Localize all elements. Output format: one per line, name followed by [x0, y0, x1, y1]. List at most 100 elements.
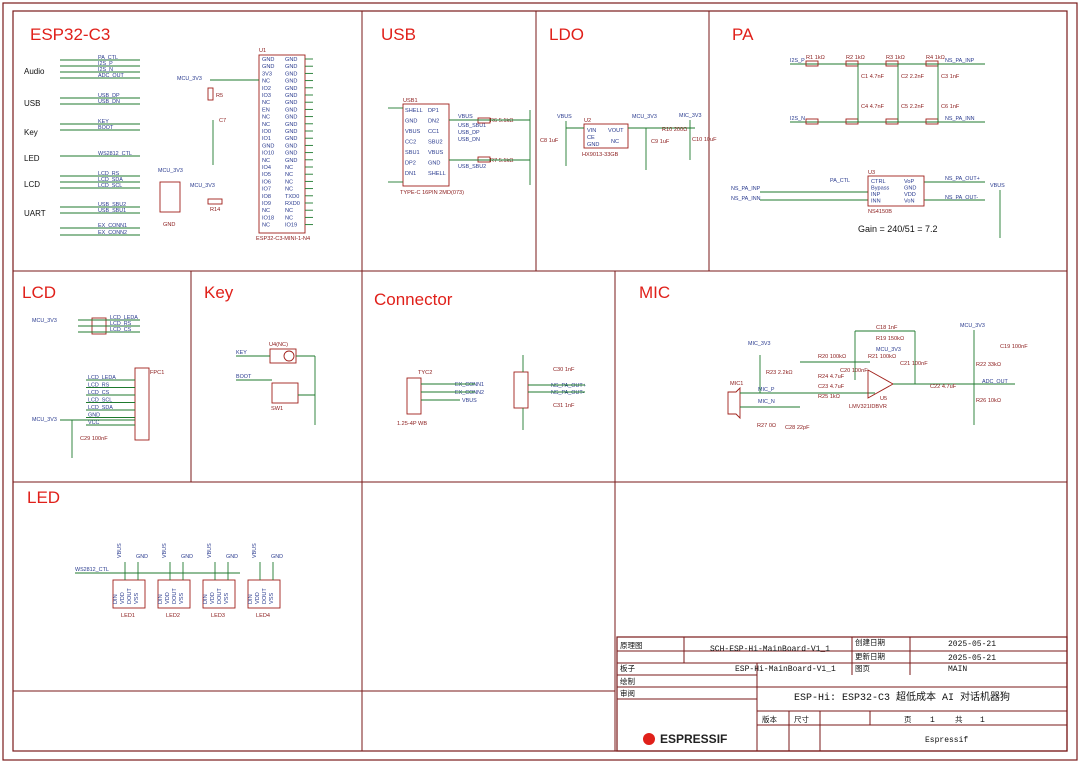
tb-label-total: 共	[955, 715, 963, 724]
pa-net-vbus: VBUS	[990, 183, 1005, 189]
esp32-net-lines: PA_CTLI2S_PI2S_NADC_OUTUSB_DPUSB_DNKEYBO…	[60, 55, 140, 236]
mic-part-label: R21 100kΩ	[868, 354, 896, 360]
pa-ic-pin: INN	[871, 199, 881, 205]
pa-net-outp: NS_PA_OUT+	[945, 176, 980, 182]
section-title-usb: USB	[381, 25, 416, 44]
connector-net-exconn1: EX_CONN1	[455, 382, 484, 388]
esp32-module-part: ESP32-C3-MINI-1-N4	[256, 236, 310, 242]
led-vbus-label: VBUS	[252, 543, 258, 558]
esp32-pin-left: GND	[262, 64, 274, 70]
mic-part-label: R20 100kΩ	[818, 354, 846, 360]
led-pin: VDD	[255, 592, 261, 604]
ldo-pin-nc: NC	[611, 139, 619, 145]
lcd-conn-net: LCD_RS	[88, 383, 110, 389]
mic-part-label: R27 0Ω	[757, 423, 776, 429]
pa-net-i2sn: I2S_N	[790, 116, 805, 122]
pa-res-label: R2 1kΩ	[846, 55, 865, 61]
usb-pin: SHELL	[405, 108, 423, 114]
ldo-pin-vin: VIN	[587, 128, 596, 134]
connector-net-exconn2: EX_CONN2	[455, 390, 484, 396]
usb-pin: SHELL	[428, 171, 446, 177]
led-pin: DOUT	[217, 588, 223, 604]
tb-label-updated: 更新日期	[855, 651, 885, 661]
mic-net-adcout: ADC_OUT	[982, 379, 1008, 385]
esp32-pin-left: IO8	[262, 194, 271, 200]
led-pin: VDD	[165, 592, 171, 604]
usb-pins: SHELLGNDVBUSCC2SBU1DP2DN1DP1DN2CC1SBU2VB…	[405, 108, 446, 177]
mic-part-label: C21 100nF	[900, 361, 928, 367]
lcd-net-label: LCD_RS	[110, 321, 132, 327]
usb-pin: CC2	[405, 140, 416, 146]
lcd-conn-net: GND	[88, 413, 100, 419]
usb-net-label: VBUS	[458, 114, 473, 120]
esp32-net-label: BOOT	[98, 125, 114, 131]
mic-part-label: R19 150kΩ	[876, 336, 904, 342]
connector-net-vbus: VBUS	[462, 398, 477, 404]
led-ref: LED1	[121, 613, 135, 619]
tb-page-name: MAIN	[948, 665, 967, 674]
usb-pin: DP2	[405, 161, 416, 167]
esp32-pin-left: NC	[262, 208, 270, 214]
ldo-pin-vout: VOUT	[608, 128, 624, 134]
led-ref: LED4	[256, 613, 270, 619]
section-title-led: LED	[27, 488, 60, 507]
pa-cap-label: C1 4.7nF	[861, 74, 885, 80]
esp32-res-r5: R5	[216, 93, 223, 99]
connector-section: TYC2 1.25-4P WB EX_CONN1 EX_CONN2 VBUS N…	[397, 355, 586, 430]
esp32-section: Audio USB Key LED LCD UART PA_CTLI2S_PI2…	[24, 48, 313, 242]
esp32-pin-right: GND	[285, 122, 297, 128]
ldo-section: U2 HX9013-33GB VIN CE GND VOUT NC VBUS M…	[540, 113, 717, 170]
pa-net-ctl: PA_CTL	[830, 178, 850, 184]
group-label-led: LED	[24, 154, 40, 163]
esp32-net-label: ADC_OUT	[98, 73, 124, 79]
lcd-net-label: LCD_CS	[110, 327, 132, 333]
pa-ic-pin: INP	[871, 192, 881, 198]
led-body	[202, 579, 236, 609]
title-block: 原理图 板子 绘制 审阅 SCH-ESP-Hi-MainBoard-V1_1 E…	[616, 636, 1068, 752]
esp32-pin-left: NC	[262, 122, 270, 128]
esp32-pin-left: IO7	[262, 187, 271, 193]
esp32-pin-left: IO3	[262, 93, 271, 99]
pa-ic-pin: Bypass	[871, 186, 890, 192]
key-nc-ref: U4(NC)	[269, 342, 288, 348]
lcd-conn-net: VCC	[88, 420, 99, 426]
led-body	[112, 579, 146, 609]
esp32-pin-left: NC	[262, 100, 270, 106]
led-vbus-label: VBUS	[117, 543, 123, 558]
mic-part-label: R24 4.7uF	[818, 374, 845, 380]
section-title-lcd: LCD	[22, 283, 56, 302]
pa-cap-label: C6 1nF	[941, 104, 960, 110]
esp32-pin-right: GND	[285, 136, 297, 142]
esp32-net-label: USB_DP	[98, 93, 120, 99]
mic-part-label: R25 1kΩ	[818, 394, 840, 400]
usb-pin: VBUS	[428, 150, 444, 156]
tb-company: Espressif	[925, 736, 968, 745]
usb-pin: GND	[428, 161, 440, 167]
esp32-pin-right: GND	[285, 151, 297, 157]
esp32-pin-right: NC	[285, 187, 293, 193]
led-ref: LED3	[211, 613, 225, 619]
ldo-ref: U2	[584, 118, 591, 124]
led-pin: VSS	[269, 593, 275, 604]
esp32-pin-right: GND	[285, 71, 297, 77]
ldo-net-mic3v3: MIC_3V3	[679, 113, 701, 119]
usb-pin: CC1	[428, 129, 439, 135]
usb-section: USB1 TYPE-C 16PIN 2MD(073) SHELLGNDVBUSC…	[388, 98, 531, 196]
mic-net-mcu3v3-2: MCU_3V3	[876, 347, 901, 353]
led-net-ws2812: WS2812_CTL	[75, 567, 109, 573]
esp32-pin-left: NC	[262, 115, 270, 121]
esp32-pin-right: IO19	[285, 223, 297, 229]
espressif-logo: ESPRESSIF	[643, 732, 727, 746]
connector-net-outp: NS_PA_OUT+	[551, 383, 586, 389]
esp32-pins-left: GNDGND3V3NCIO2IO3NCENNCNCIO0IO1GNDIO10NC…	[262, 57, 274, 229]
lcd-cap-c29: C29 100nF	[80, 436, 108, 442]
usb-pin: SBU2	[428, 140, 443, 146]
usb-net-label: USB_DN	[458, 137, 480, 143]
esp32-pin-left: GND	[262, 143, 274, 149]
usb-res-r6: R6 5.1kΩ	[490, 118, 513, 124]
section-title-pa: PA	[732, 25, 754, 44]
lcd-power-net: MCU_3V3	[32, 318, 57, 324]
